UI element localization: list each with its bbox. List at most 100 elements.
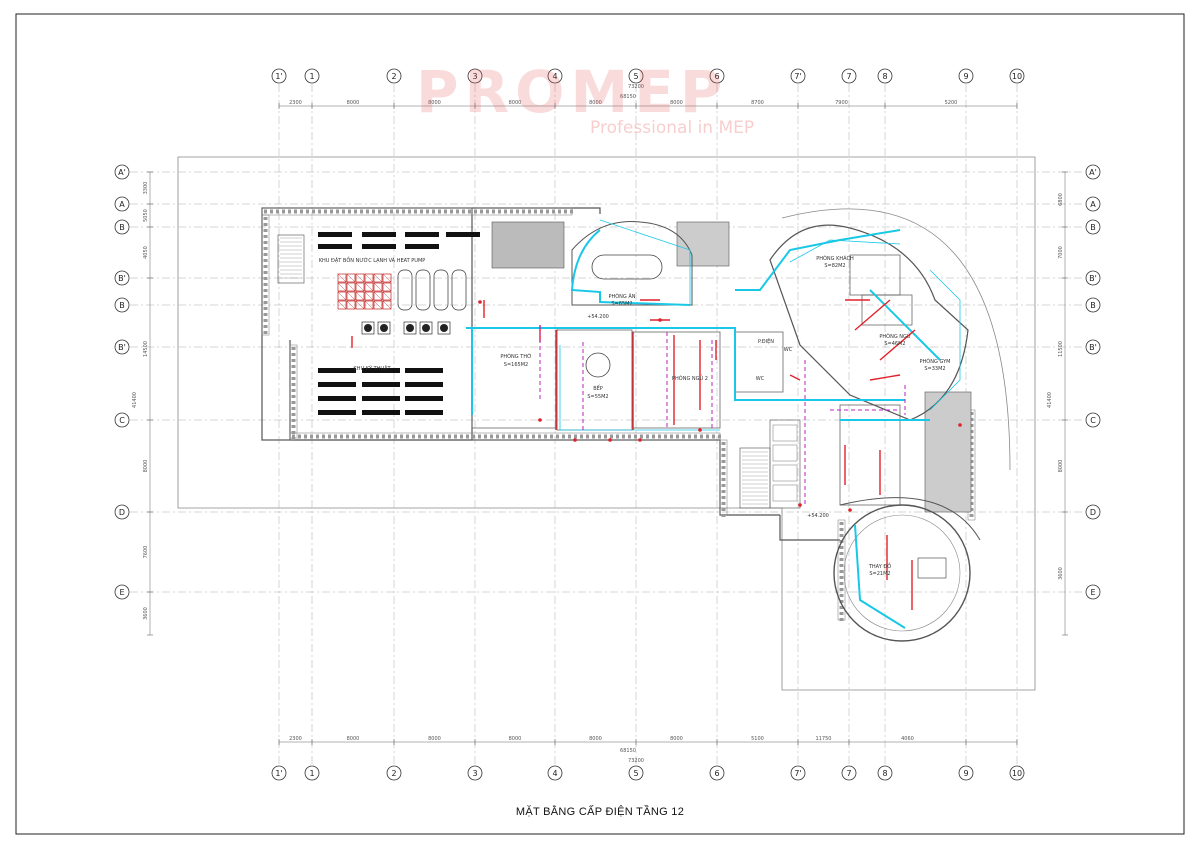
chiller-cell xyxy=(382,291,392,301)
elevator-car xyxy=(772,444,798,462)
wall-block xyxy=(969,442,974,445)
pump-motor xyxy=(364,324,372,332)
slab-outline xyxy=(177,156,1036,691)
wall-block xyxy=(291,389,296,392)
wall-block xyxy=(263,301,268,304)
grid-bubble xyxy=(1085,412,1101,428)
grid-bubble xyxy=(114,339,130,355)
wall-block xyxy=(486,209,489,214)
drawing-title: MẶT BẰNG CẤP ĐIỆN TẦNG 12 xyxy=(515,806,685,818)
grid-row-label: B' xyxy=(1089,343,1097,352)
grid-bubble xyxy=(877,68,893,84)
grid-bubble xyxy=(877,765,893,781)
outlet-point xyxy=(538,418,542,422)
wall-block xyxy=(496,434,499,439)
chiller-cross xyxy=(346,282,356,292)
dimension-text: 11750 xyxy=(816,736,832,742)
equipment-unit xyxy=(318,232,352,237)
wall-block xyxy=(291,407,296,410)
wall-block xyxy=(646,434,649,439)
grid-row-label: A xyxy=(1090,200,1096,209)
room-labels: KHU ĐẶT BỒN NƯỚC LẠNH VÀ HEAT PUMP KHU K… xyxy=(319,255,951,577)
wall-block xyxy=(574,434,577,439)
dimension-text: 4050 xyxy=(143,246,149,259)
wall-block xyxy=(354,209,357,214)
grid-bubble xyxy=(1085,584,1101,600)
wall-block xyxy=(263,295,268,298)
gym-thin-cable xyxy=(929,269,961,411)
wall-block xyxy=(291,383,296,386)
wall-block xyxy=(322,434,325,439)
room-name: PHÒNG NGỦ 2 xyxy=(672,374,708,382)
equipment-unit xyxy=(318,396,356,401)
tower-cable xyxy=(854,524,906,629)
wall-block xyxy=(839,552,844,555)
slab-curve xyxy=(781,208,1011,471)
chiller-cell xyxy=(382,300,392,310)
feeder-line xyxy=(869,374,901,381)
wall-block xyxy=(263,277,268,280)
chiller-cross xyxy=(382,273,392,283)
wall-block xyxy=(276,209,279,214)
wall-block xyxy=(376,434,379,439)
outlet-point xyxy=(638,438,642,442)
water-tank xyxy=(433,269,449,311)
chiller-cross xyxy=(337,291,347,301)
chiller-cell xyxy=(337,282,347,292)
outlet-point xyxy=(608,438,612,442)
equipment-blocks xyxy=(318,232,480,415)
equipment-unit xyxy=(405,244,439,249)
vanity xyxy=(917,557,947,579)
room-altar-outline xyxy=(471,327,558,429)
water-tank xyxy=(397,269,413,311)
shaft-hatch-1 xyxy=(491,221,565,269)
wall-block xyxy=(408,209,411,214)
wall-block xyxy=(721,508,726,511)
wall-block xyxy=(316,434,319,439)
equipment-unit xyxy=(362,232,396,237)
grid-bubble xyxy=(790,765,806,781)
wall-block xyxy=(592,434,595,439)
pump-motor xyxy=(422,324,430,332)
chiller-cross xyxy=(346,291,356,301)
wall-block xyxy=(390,209,393,214)
room-name: BẾP xyxy=(593,384,603,392)
grid-row-label: A' xyxy=(1089,168,1097,177)
wall-block xyxy=(426,209,429,214)
wall-block xyxy=(544,434,547,439)
wall-block xyxy=(516,209,519,214)
wall-block xyxy=(480,209,483,214)
wall-block xyxy=(700,434,703,439)
outlet-point xyxy=(958,423,962,427)
meeting-thin-cable xyxy=(599,219,691,305)
shaft-hatch-2 xyxy=(676,221,730,267)
grid-column-label: 7' xyxy=(794,72,801,81)
wall-block xyxy=(474,209,477,214)
wall-block xyxy=(538,434,541,439)
grid-column-label: 4 xyxy=(552,72,557,81)
dimension-sub: 68150 xyxy=(620,94,636,100)
chiller-cell xyxy=(364,300,374,310)
wall-block xyxy=(263,253,268,256)
feeder-line xyxy=(879,329,916,361)
equipment-unit xyxy=(318,410,356,415)
wall-block xyxy=(334,434,337,439)
wall-block xyxy=(839,570,844,573)
wall-block xyxy=(263,289,268,292)
wall-block xyxy=(291,377,296,380)
grid-column-label: 8 xyxy=(882,769,887,778)
wall-block xyxy=(484,434,487,439)
grid-bubble xyxy=(1085,219,1101,235)
wall-block xyxy=(336,209,339,214)
chiller-cross xyxy=(373,300,383,310)
outlet-point xyxy=(658,318,662,322)
chiller-cross xyxy=(373,273,383,283)
wall-block xyxy=(462,209,465,214)
wall-block xyxy=(291,359,296,362)
wall-block xyxy=(424,434,427,439)
wall-block xyxy=(263,271,268,274)
wall-block xyxy=(598,434,601,439)
round-table xyxy=(585,352,611,378)
wall-block xyxy=(610,434,613,439)
chiller-cross xyxy=(355,300,365,310)
